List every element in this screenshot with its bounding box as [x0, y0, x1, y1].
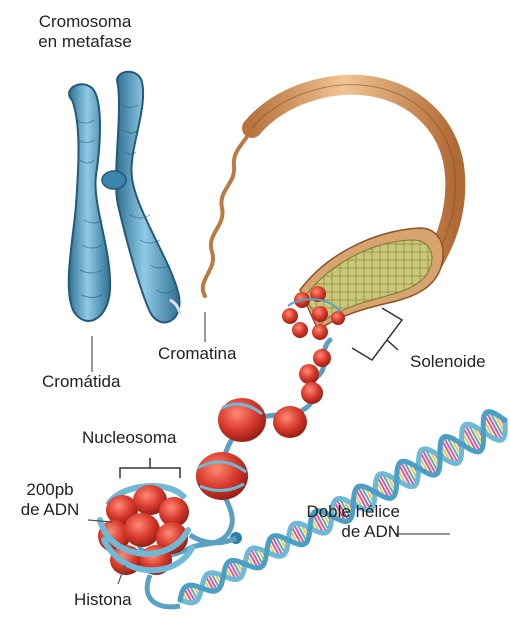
- label-double-helix: Doble hélice de ADN: [280, 502, 400, 542]
- metaphase-chromosome: [69, 72, 180, 323]
- chromatid-left: [69, 84, 110, 321]
- label-metaphase-chromosome: Cromosoma en metafase: [20, 12, 150, 52]
- nucleosome-bracket: [120, 458, 180, 478]
- label-nucleosome: Nucleosoma: [82, 428, 177, 448]
- label-histone: Histona: [74, 590, 132, 610]
- chromatid-right: [116, 72, 179, 323]
- label-200bp-dna: 200pb de ADN: [14, 480, 86, 520]
- centromere: [102, 171, 126, 189]
- label-chromatid: Cromátida: [42, 372, 120, 392]
- solenoid-bracket: [352, 308, 402, 360]
- label-solenoid: Solenoide: [410, 352, 486, 372]
- solenoid: [282, 228, 443, 360]
- label-chromatin: Cromatina: [158, 344, 236, 364]
